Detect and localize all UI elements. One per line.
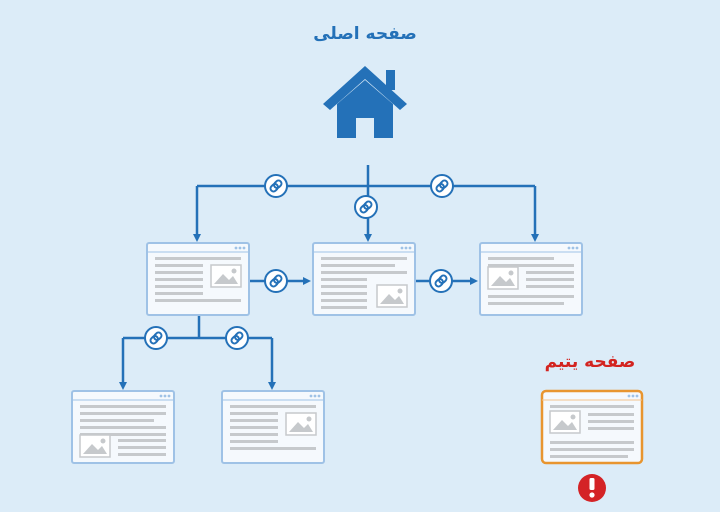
chain-link-icon [225,326,249,350]
page-bottom-left [71,390,175,464]
page-bottom-center [221,390,325,464]
page-left [146,242,250,316]
exclamation-icon [578,474,606,502]
home-page-title: صفحه اصلی [313,24,417,44]
house-icon [323,66,407,138]
chain-link-icon [430,174,454,198]
page-right [479,242,583,316]
chain-link-icon [144,326,168,350]
page-center [312,242,416,316]
page-orphan [540,389,644,465]
chain-link-icon [264,174,288,198]
chain-link-icon [264,269,288,293]
chain-link-icon [354,195,378,219]
orphan-page-title: صفحه یتیم [544,352,636,372]
chain-link-icon [429,269,453,293]
